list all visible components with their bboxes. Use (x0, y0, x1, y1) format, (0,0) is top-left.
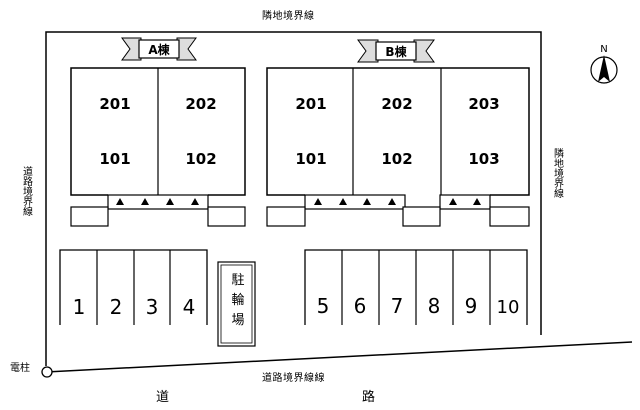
building-a: 201 202 101 102 A棟 (70, 37, 246, 227)
parking-space-number: 4 (183, 295, 196, 319)
parking-space-number: 7 (391, 294, 404, 318)
left-boundary-label: 道路境界線 (21, 165, 33, 216)
unit-label: 102 (185, 150, 216, 168)
compass-north-label: N (600, 44, 607, 55)
banner-ribbon-icon (121, 37, 142, 61)
bicycle-parking-char: 場 (231, 313, 244, 328)
site-boundary (45, 31, 542, 366)
unit-label: 202 (185, 95, 216, 113)
entrance-marker-icon (363, 198, 371, 205)
bicycle-parking-char: 駐 (231, 273, 244, 288)
top-boundary-label: 隣地境界線 (262, 9, 315, 22)
parking-space-number: 8 (428, 294, 441, 318)
building-b-banner-label: B棟 (385, 44, 407, 59)
building-b-entrance-strip (304, 194, 406, 210)
parking-lot-left: 1 2 3 4 (59, 249, 208, 325)
entrance-marker-icon (314, 198, 322, 205)
parking-space-number: 3 (146, 295, 159, 319)
building-b-entrance-strip (439, 194, 491, 210)
parking-space-number: 6 (354, 294, 367, 318)
road-label-char-2: 路 (362, 389, 375, 405)
unit-label: 201 (99, 95, 130, 113)
unit-label: 202 (381, 95, 412, 113)
parking-space-number: 5 (317, 294, 330, 318)
banner-plate (138, 39, 180, 59)
building-a-banner: A棟 (121, 37, 197, 61)
building-b-banner: B棟 (357, 39, 435, 63)
building-b: 201 202 203 101 102 103 B棟 (266, 39, 530, 227)
entrance-marker-icon (166, 198, 174, 205)
entrance-marker-icon (141, 198, 149, 205)
unit-label: 203 (468, 95, 499, 113)
building-b-outline (266, 67, 530, 196)
parking-lot-right: 5 6 7 8 9 10 (304, 249, 528, 325)
entrance-marker-icon (191, 198, 199, 205)
bicycle-parking: 駐 輪 場 (217, 261, 256, 347)
parking-space-number: 2 (110, 295, 123, 319)
unit-label: 102 (381, 150, 412, 168)
unit-label: 101 (295, 150, 326, 168)
building-b-entrance-markers (314, 198, 481, 205)
parking-space-number: 1 (73, 295, 86, 319)
building-a-banner-label: A棟 (148, 42, 170, 57)
building-b-side-box (266, 206, 306, 227)
compass: N (590, 44, 618, 84)
right-boundary-label: 隣地境界線 (552, 147, 564, 198)
unit-label: 201 (295, 95, 326, 113)
building-a-entrance-strip (107, 194, 209, 210)
parking-space-number: 10 (497, 297, 520, 318)
bicycle-parking-char: 輪 (231, 292, 244, 308)
road-boundary-line (45, 341, 633, 373)
building-a-side-box-right (207, 206, 246, 227)
banner-ribbon-icon (176, 37, 197, 61)
banner-ribbon-icon (357, 39, 379, 63)
utility-pole-icon (41, 366, 53, 378)
bicycle-parking-outline (217, 261, 256, 347)
unit-label: 101 (99, 150, 130, 168)
utility-pole-label: 電柱 (10, 361, 30, 374)
entrance-marker-icon (339, 198, 347, 205)
bottom-boundary-label: 道路境界線線 (262, 371, 325, 384)
banner-plate (375, 41, 417, 61)
building-b-side-box (489, 206, 530, 227)
building-b-side-box (402, 206, 441, 227)
entrance-marker-icon (388, 198, 396, 205)
north-arrow-icon (598, 55, 610, 82)
building-a-entrance-markers (116, 198, 199, 205)
parking-space-number: 9 (465, 294, 478, 318)
bicycle-parking-inner (220, 264, 253, 344)
entrance-marker-icon (473, 198, 481, 205)
building-a-side-box-left (70, 206, 109, 227)
unit-label: 103 (468, 150, 499, 168)
banner-ribbon-icon (413, 39, 435, 63)
road-label-char-1: 道 (156, 390, 169, 405)
entrance-marker-icon (116, 198, 124, 205)
entrance-marker-icon (449, 198, 457, 205)
